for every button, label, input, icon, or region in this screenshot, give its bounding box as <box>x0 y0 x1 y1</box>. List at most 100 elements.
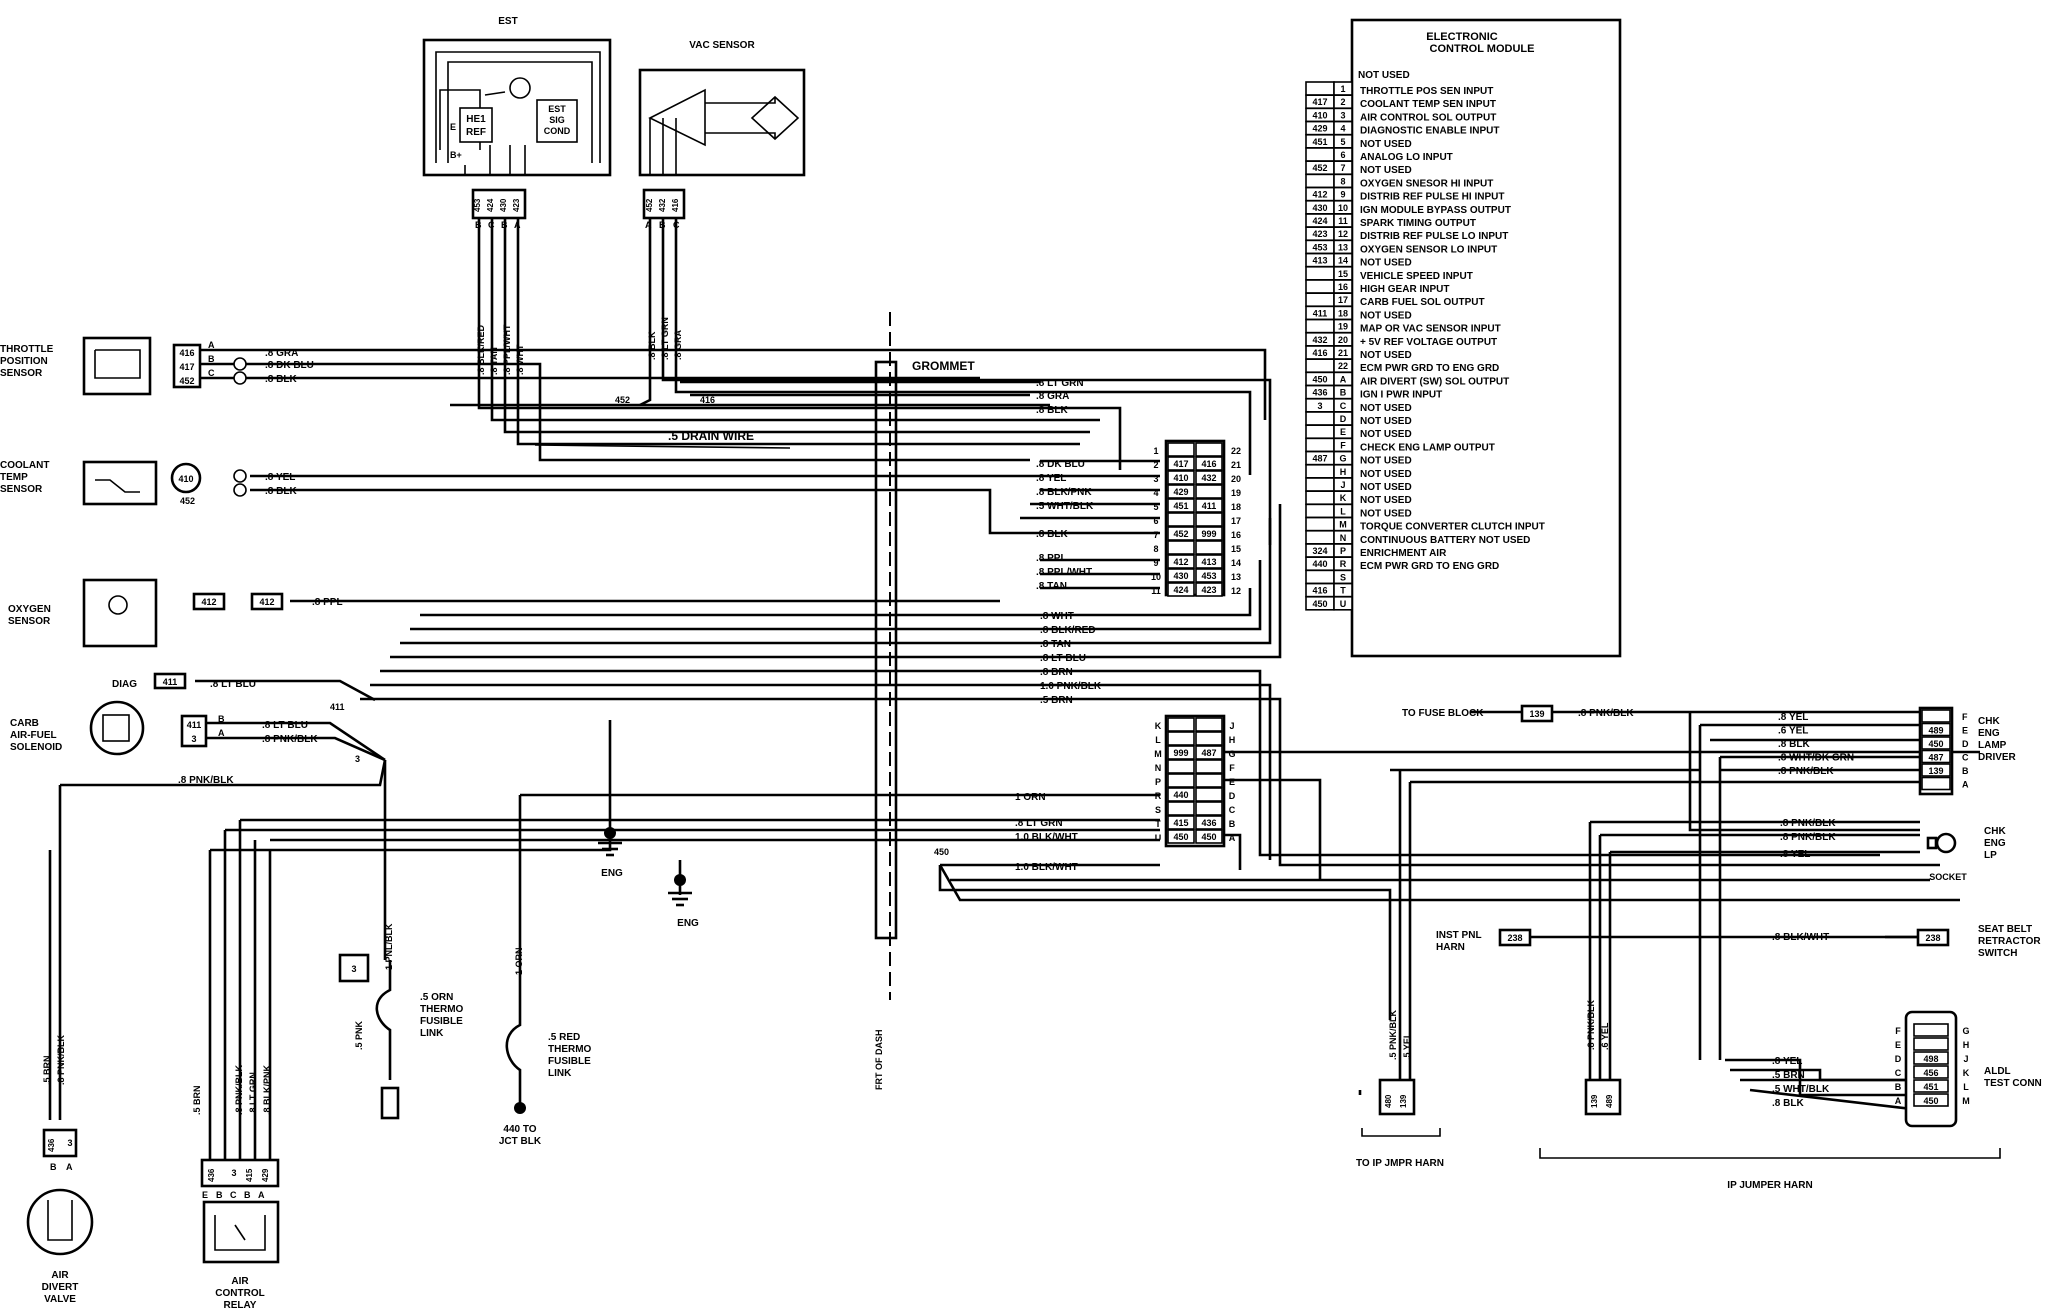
aldl-cell <box>1913 1093 1949 1107</box>
seatbelt-pin: 238 <box>1925 933 1940 943</box>
jmpr1-pin-1: 480 <box>1384 1094 1393 1108</box>
instpnl-title-1: INST PNL <box>1436 930 1482 941</box>
ecm-pin: 8 <box>1340 176 1345 186</box>
est-letter-3: B <box>501 220 508 230</box>
ecm-func: ENRICHMENT AIR <box>1360 548 1447 559</box>
c1-cell-a <box>1167 540 1195 555</box>
adv-title-2: DIVERT <box>42 1282 79 1293</box>
c2-cell-b <box>1195 815 1223 830</box>
driver-title-4: DRIVER <box>1978 752 2017 763</box>
ecm-func: TORQUE CONVERTER CLUTCH INPUT <box>1360 522 1545 533</box>
c1-left-num: 11 <box>1151 586 1161 596</box>
tps-pin-2: 417 <box>179 362 194 372</box>
acr-letter-1: E <box>202 1190 208 1200</box>
c1-cell-a <box>1167 470 1195 485</box>
ecm-pin: 14 <box>1338 256 1348 266</box>
c1-circuit-b: 999 <box>1201 529 1216 539</box>
c1-cell-a <box>1167 568 1195 583</box>
ecm-pin: N <box>1340 533 1347 543</box>
diag-splice: 411 <box>330 702 345 712</box>
c2-cell-a <box>1167 731 1195 746</box>
ecm-circuit: 413 <box>1312 256 1327 266</box>
ecm-func: CONTINUOUS BATTERY NOT USED <box>1360 535 1530 546</box>
aldl-right-letter: K <box>1963 1068 1970 1078</box>
tps-wire-2: .8 DK BLU <box>265 360 314 371</box>
fl1-pin: 3 <box>351 964 356 974</box>
ecm-pin-cell <box>1333 595 1353 611</box>
c1-right-num: 14 <box>1231 558 1241 568</box>
ecm-pin: T <box>1340 586 1346 596</box>
c1-lower-wire-1: .8 WHT <box>1040 611 1074 622</box>
acr-pin-3: 415 <box>245 1168 254 1182</box>
aldl-pin: 451 <box>1923 1082 1938 1092</box>
driver-cell <box>1921 749 1951 764</box>
c1-left-num: 6 <box>1153 516 1158 526</box>
c1-circuit-a: 412 <box>1173 557 1188 567</box>
fl2-label-2: THERMO <box>548 1044 592 1055</box>
c1-circuit-b: 413 <box>1201 557 1216 567</box>
o2-title-1: OXYGEN <box>8 604 51 615</box>
driver-title-3: LAMP <box>1978 740 2007 751</box>
diag-pin: 411 <box>163 677 178 687</box>
jmpr1-label: TO IP JMPR HARN <box>1356 1158 1444 1169</box>
ecm-func: DISTRIB REF PULSE HI INPUT <box>1360 192 1504 203</box>
carb-splice: 3 <box>355 754 360 764</box>
ecm-pin: 5 <box>1340 137 1345 147</box>
c2-cell-b <box>1195 759 1223 774</box>
c1-left-num: 8 <box>1153 544 1158 554</box>
c1-left-num: 7 <box>1153 530 1158 540</box>
adv-title-3: VALVE <box>44 1294 76 1305</box>
c1-cell-b <box>1195 456 1223 471</box>
carb-wire-1: .8 LT BLU <box>262 720 308 731</box>
fl1-wire-out: 1 PNL/BLK <box>384 923 394 970</box>
aldl-pin: 456 <box>1923 1068 1938 1078</box>
c1-cell-b <box>1195 442 1223 457</box>
jmpr2-wire-2: .6 YEL <box>1600 1022 1610 1050</box>
c2-cell-b <box>1195 745 1223 760</box>
driver-letter: D <box>1962 739 1969 749</box>
ecm-func: IGN I PWR INPUT <box>1360 390 1442 401</box>
est-pin-2: 424 <box>486 198 495 212</box>
driver-wire: .8 YEL <box>1778 712 1808 723</box>
c2-circuit-b: 487 <box>1201 748 1216 758</box>
ecm-pin: 22 <box>1338 361 1348 371</box>
tps-pin-3: 452 <box>179 376 194 386</box>
carb-letter-1: B <box>218 714 225 724</box>
c2-right-letter: B <box>1229 819 1236 829</box>
ecm-circuit: 324 <box>1312 546 1327 556</box>
node-416: 416 <box>700 395 715 405</box>
lamp-wire-3: .8 YEL <box>1780 849 1810 860</box>
c1-cell-b <box>1195 512 1223 527</box>
est-wire-3: .8 PPL/WHT <box>502 324 512 375</box>
c2-wire-1: 1 ORN <box>1015 792 1046 803</box>
ecm-func: THROTTLE POS SEN INPUT <box>1360 86 1493 97</box>
cts-title-3: SENSOR <box>0 484 43 495</box>
ecm-circuit: 424 <box>1312 216 1327 226</box>
vac-sensor: VAC SENSOR <box>638 40 806 177</box>
c1-circuit-a: 410 <box>1173 473 1188 483</box>
driver-letter: F <box>1962 712 1968 722</box>
adv-pin-1: 436 <box>47 1138 56 1152</box>
lamp-title-1: CHK <box>1984 826 2006 837</box>
vac-letter-3: C <box>673 220 680 230</box>
cts-wire-1: .8 YEL <box>265 472 295 483</box>
c1-left-num: 4 <box>1153 488 1158 498</box>
ecm-func: DIAGNOSTIC ENABLE INPUT <box>1360 126 1499 137</box>
c1-circuit-b: 432 <box>1201 473 1216 483</box>
c1-right-num: 20 <box>1231 474 1241 484</box>
jmpr2-label: IP JUMPER HARN <box>1727 1180 1812 1191</box>
est-wire-1: .8 BLK/RED <box>476 324 486 375</box>
c1-cell-a <box>1167 582 1195 597</box>
ground-eng-1: ENG <box>598 827 623 879</box>
ecm-func: ECM PWR GRD TO ENG GRD <box>1360 363 1499 374</box>
c2-cell-a <box>1167 829 1195 844</box>
vac-wire-3: .8 GRA <box>673 329 683 360</box>
c1-top-wire-1: .8 LT GRN <box>1036 378 1084 389</box>
ecm-circuit-cell <box>1305 490 1335 506</box>
adv-letter-2: A <box>66 1162 73 1172</box>
ecm-circuit-cell <box>1305 358 1335 374</box>
fl2-dest-1: 440 TO <box>503 1124 536 1135</box>
ecm-func: NOT USED <box>1360 139 1412 150</box>
driver-cell <box>1921 763 1951 777</box>
